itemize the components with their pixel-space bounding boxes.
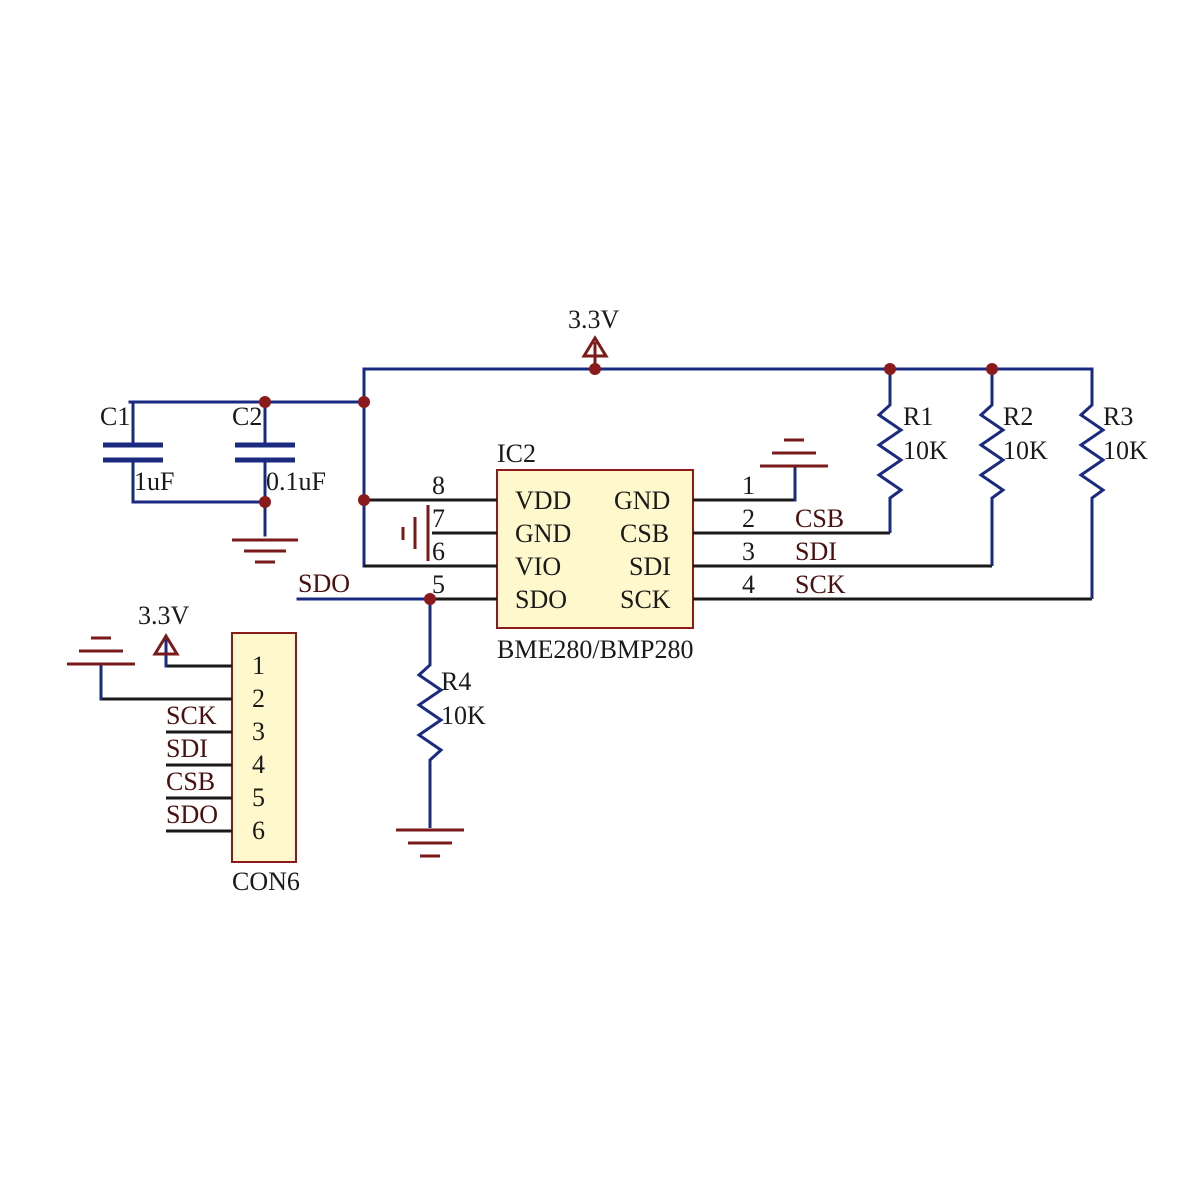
pin-name-sdi: SDI — [629, 552, 671, 581]
ground-symbol-pin7 — [401, 505, 430, 561]
connector-pins: SCK SDI CSB SDO — [99, 638, 232, 833]
resistor-r1: R1 10K — [876, 369, 948, 533]
pin-num-5: 5 — [432, 570, 445, 599]
r2-ref: R2 — [1003, 402, 1033, 431]
ic-right-pins: 1 2 3 4 GND CSB SDI SCK CSB SDI SCK — [614, 471, 1092, 614]
con-pin-5: 5 — [252, 783, 265, 812]
pin-num-1: 1 — [742, 471, 755, 500]
con-signal-sdo: SDO — [166, 800, 218, 829]
con-signal-csb: CSB — [166, 767, 215, 796]
power-symbol-3v3: 3.3V — [568, 305, 620, 369]
pin-name-sck: SCK — [620, 585, 671, 614]
ic-ref: IC2 — [497, 439, 536, 468]
c2-value: 0.1uF — [266, 467, 326, 496]
pin-name-sdo: SDO — [515, 585, 567, 614]
ground-symbol-connector — [67, 636, 135, 666]
r2-value: 10K — [1003, 436, 1048, 465]
ground-symbol-r4 — [396, 828, 464, 858]
pin-name-gnd-right: GND — [614, 486, 670, 515]
ic-body — [496, 469, 694, 629]
net-label-csb: CSB — [795, 504, 844, 533]
pin-num-8: 8 — [432, 471, 445, 500]
power-symbol-connector: 3.3V — [138, 601, 190, 656]
resistor-r4: R4 10K — [416, 599, 486, 828]
r4-ref: R4 — [441, 667, 471, 696]
c2-ref: C2 — [232, 402, 262, 431]
r1-value: 10K — [903, 436, 948, 465]
con-pin-6: 6 — [252, 816, 265, 845]
connector-ref: CON6 — [232, 867, 300, 896]
pin-name-vio: VIO — [515, 552, 561, 581]
connector-body — [231, 632, 297, 863]
pin-name-vdd: VDD — [515, 486, 571, 515]
ground-symbol-pin1 — [760, 438, 828, 468]
pin-num-2: 2 — [742, 504, 755, 533]
net-label-sdo: SDO — [298, 569, 350, 598]
r1-ref: R1 — [903, 402, 933, 431]
junction-dots — [259, 363, 998, 605]
pin-num-6: 6 — [432, 537, 445, 566]
pin-num-3: 3 — [742, 537, 755, 566]
capacitor-c2: C2 0.1uF — [232, 400, 326, 537]
r3-ref: R3 — [1103, 402, 1133, 431]
pin-name-gnd-left: GND — [515, 519, 571, 548]
ground-symbol-caps — [232, 538, 298, 564]
c1-value: 1uF — [134, 467, 174, 496]
con-pin-2: 2 — [252, 684, 265, 713]
con-pin-1: 1 — [252, 651, 265, 680]
con-pin-3: 3 — [252, 717, 265, 746]
ic-left-pins: 8 7 6 5 VDD GND VIO SDO — [364, 471, 571, 614]
pin-num-4: 4 — [742, 570, 755, 599]
r3-value: 10K — [1103, 436, 1148, 465]
resistor-r3: R3 10K — [1078, 369, 1148, 599]
con-signal-sck: SCK — [166, 701, 217, 730]
connector-power-label: 3.3V — [138, 601, 190, 630]
power-label: 3.3V — [568, 305, 620, 334]
c1-ref: C1 — [100, 402, 130, 431]
con-pin-4: 4 — [252, 750, 265, 779]
con-signal-sdi: SDI — [166, 734, 208, 763]
capacitor-c1: C1 1uF — [100, 400, 174, 504]
ic-part-number: BME280/BMP280 — [497, 635, 694, 664]
r4-value: 10K — [441, 701, 486, 730]
net-label-sck: SCK — [795, 570, 846, 599]
pin-num-7: 7 — [432, 504, 445, 533]
pin-name-csb: CSB — [620, 519, 669, 548]
resistor-r2: R2 10K — [978, 369, 1048, 566]
connector-pin-numbers: 1 2 3 4 5 6 — [252, 651, 265, 845]
net-label-sdi: SDI — [795, 537, 837, 566]
